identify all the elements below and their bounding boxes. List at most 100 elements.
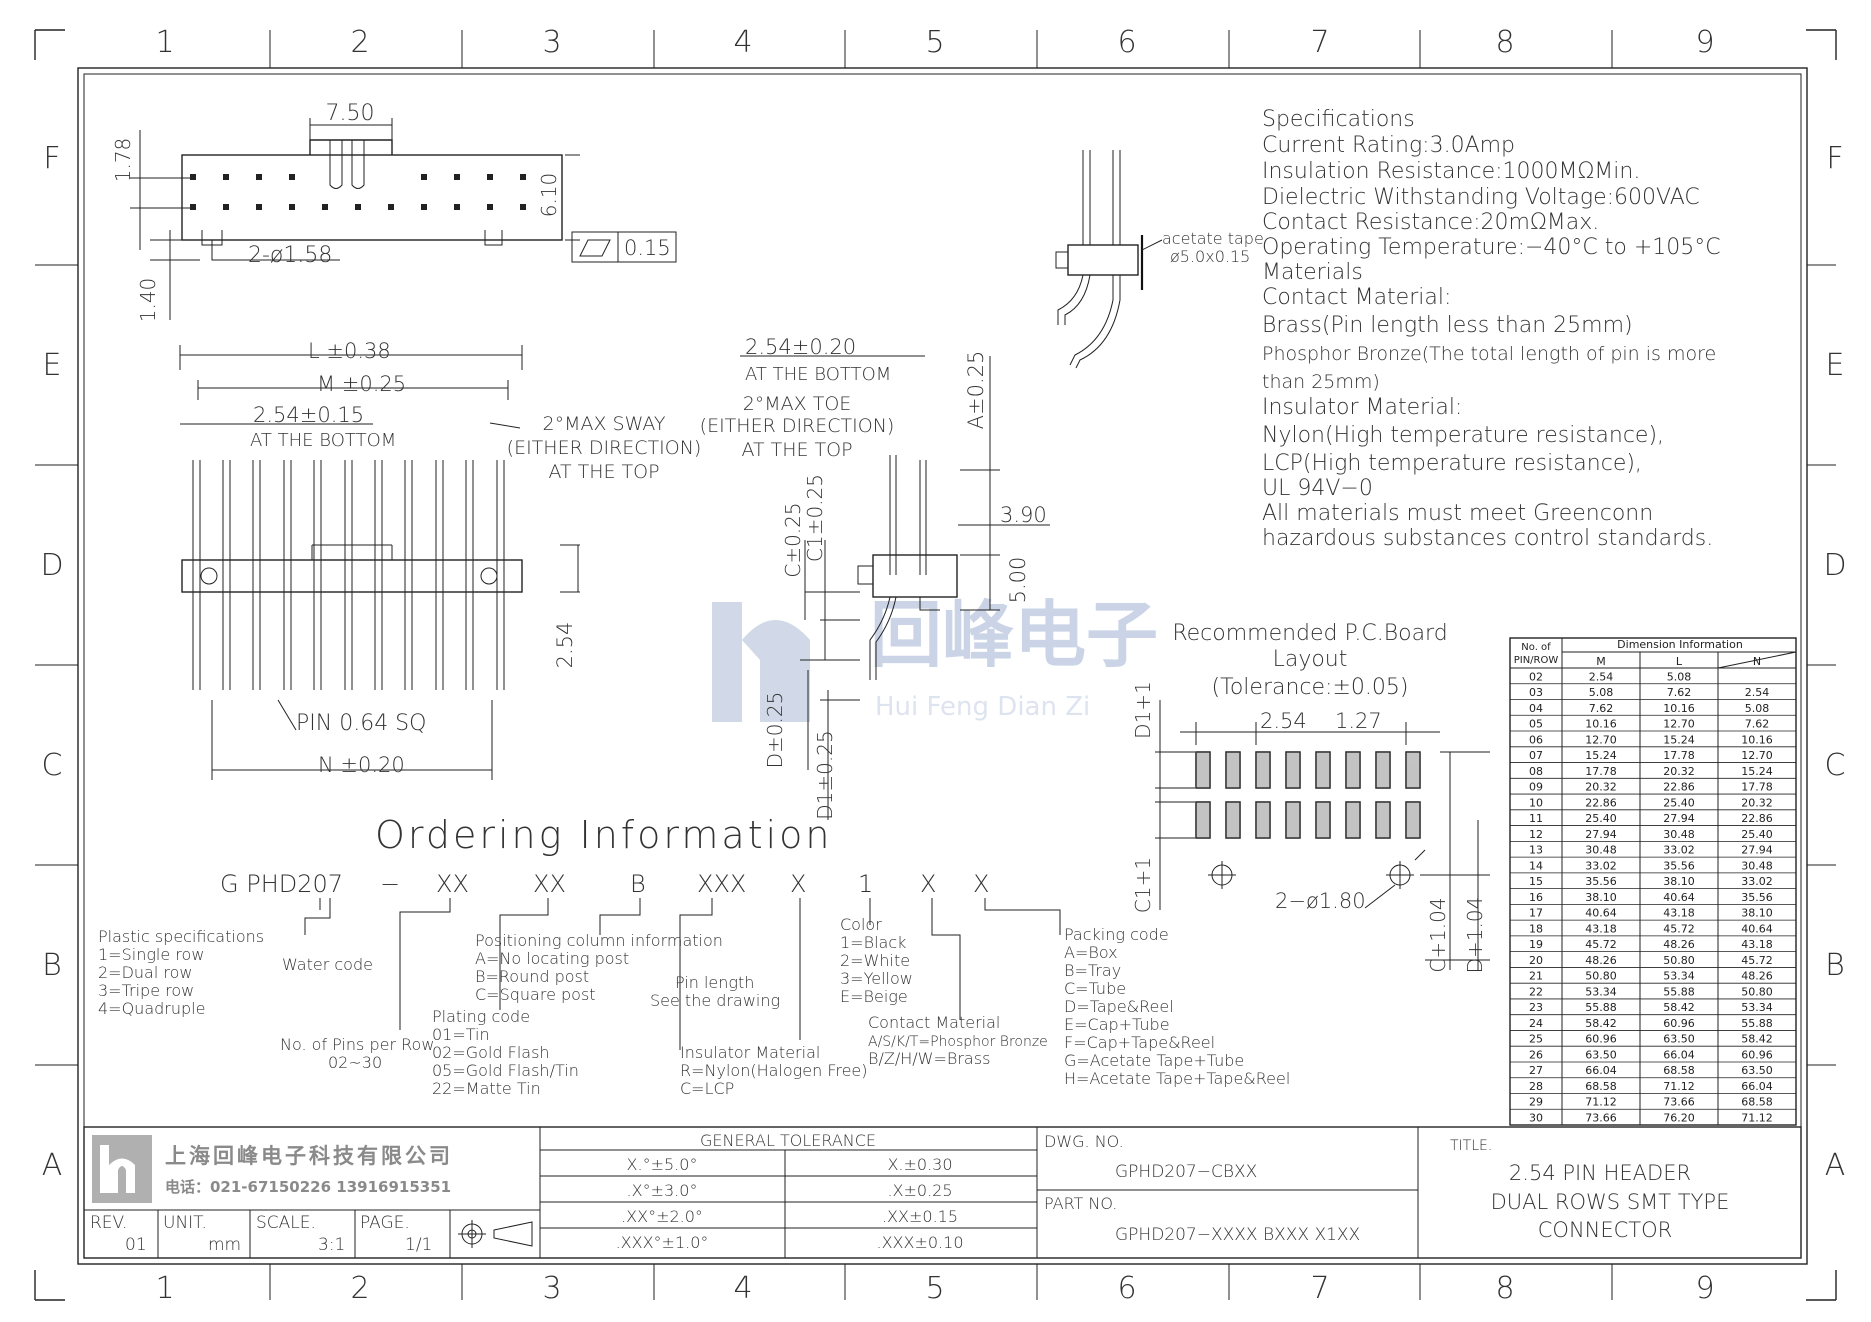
table-cell-dim: 45.72	[1585, 938, 1617, 951]
pins-range: 02~30	[328, 1053, 382, 1072]
table-cell-dim: 63.50	[1741, 1064, 1773, 1077]
tol-angle: .XXX°±1.0°	[616, 1233, 709, 1252]
pcb-layout: Recommended P.C.Board Layout (Tolerance:…	[1131, 621, 1490, 973]
table-cell-dim: 40.64	[1585, 907, 1617, 920]
rev-label: REV.	[90, 1213, 127, 1233]
positioning-line: B=Round post	[475, 967, 589, 986]
table-cell-dim: 60.96	[1585, 1033, 1617, 1046]
table-cell-dim: 55.88	[1585, 1001, 1617, 1014]
spec-line: than 25mm)	[1262, 371, 1380, 393]
pcb-holes: 2−ø1.80	[1275, 889, 1366, 913]
table-col-L: L	[1676, 655, 1683, 668]
pin-size-note: PIN 0.64 SQ	[296, 711, 426, 736]
table-cell-dim: 7.62	[1745, 718, 1770, 731]
col-label: 7	[1310, 1271, 1329, 1306]
pcb-title-2: Layout	[1273, 647, 1348, 672]
table-cell-dim: 30.48	[1741, 859, 1773, 872]
water-code: Water code	[282, 955, 373, 974]
plastic-line: 4=Quadruple	[98, 999, 205, 1018]
row-label: B	[1825, 948, 1845, 983]
title-line-3: CONNECTOR	[1538, 1218, 1673, 1242]
insulator-line: C=LCP	[680, 1079, 734, 1098]
table-cell-dim: 50.80	[1741, 985, 1773, 998]
table-cell-dim: 45.72	[1741, 954, 1773, 967]
contact-line: Contact Material	[868, 1013, 1000, 1032]
code-insulator: X	[790, 870, 806, 898]
packing-line: G=Acetate Tape+Tube	[1064, 1051, 1244, 1070]
tol-angle: .XX°±2.0°	[621, 1207, 703, 1226]
packing-line: Packing code	[1064, 925, 1169, 944]
table-cell-dim: 5.08	[1745, 702, 1770, 715]
table-cell-dim: 12.70	[1741, 749, 1773, 762]
spec-line: Specifications	[1262, 107, 1415, 132]
sway-note-1: 2°MAX SWAY	[543, 413, 666, 435]
col-label: 9	[1695, 1271, 1714, 1306]
side-view: 2.54±0.20 AT THE BOTTOM 2°MAX TOE (EITHE…	[700, 335, 1050, 820]
spec-line: Dielectric Withstanding Voltage:600VAC	[1262, 185, 1700, 210]
positioning-line: A=No locating post	[475, 949, 629, 968]
plastic-line: Plastic specifications	[98, 927, 264, 946]
packing-line: C=Tube	[1064, 979, 1126, 998]
table-cell-dim: 68.58	[1585, 1080, 1617, 1093]
packing-line: E=Cap+Tube	[1064, 1015, 1170, 1034]
top-view: 7.50 1.78 6.10 2-ø1.58 1.40 0.15	[111, 101, 677, 322]
unit-label: UNIT.	[163, 1213, 207, 1233]
packing-line: B=Tray	[1064, 961, 1121, 980]
spec-line: Contact Material:	[1262, 285, 1451, 310]
table-cell-dim: 43.18	[1741, 938, 1773, 951]
table-cell-dim: 58.42	[1585, 1017, 1617, 1030]
table-cell-dim: 58.42	[1741, 1033, 1773, 1046]
spec-line: Nylon(High temperature resistance),	[1262, 423, 1664, 448]
table-header-left-2: PIN/ROW	[1514, 655, 1559, 666]
dim-pitch-side: 2.54±0.20	[745, 335, 856, 359]
spec-line: Materials	[1262, 260, 1363, 285]
spec-line: All materials must meet Greenconn	[1262, 501, 1653, 526]
page-label: PAGE.	[360, 1213, 410, 1233]
color-line: 3=Yellow	[840, 969, 913, 988]
table-cell-dim: 40.64	[1741, 922, 1773, 935]
table-cell-pins: 16	[1529, 891, 1543, 904]
sheet-frame: 1 2 3 4 5 6 7 8 9 1 2 3 4 5 6 7 8 9 F E …	[34, 25, 1847, 1306]
tol-angle: X.°±5.0°	[627, 1155, 698, 1174]
table-cell-dim: 73.66	[1585, 1112, 1617, 1125]
table-cell-dim: 76.20	[1663, 1112, 1695, 1125]
table-header-left-1: No. of	[1521, 642, 1551, 653]
pcb-title-3: (Tolerance:±0.05)	[1212, 675, 1409, 700]
table-cell-dim: 33.02	[1585, 859, 1617, 872]
ordering-title: Ordering Information	[375, 813, 832, 857]
table-cell-dim: 5.08	[1589, 686, 1614, 699]
table-cell-dim: 17.78	[1663, 749, 1695, 762]
specifications: Specifications Current Rating:3.0Amp Ins…	[1262, 107, 1721, 551]
table-cell-dim: 25.40	[1741, 828, 1773, 841]
side-pitch-note: AT THE BOTTOM	[745, 364, 891, 385]
code-pins: XX	[436, 870, 469, 898]
code-post: B	[630, 870, 646, 898]
table-cell-dim: 30.48	[1663, 828, 1695, 841]
company-name: 上海回峰电子科技有限公司	[165, 1144, 453, 1168]
table-cell-dim: 55.88	[1663, 985, 1695, 998]
dim-5-00: 5.00	[1006, 557, 1030, 604]
pcb-C1: C1+1	[1131, 857, 1155, 913]
tol-linear: .XX±0.15	[882, 1207, 958, 1226]
table-cell-dim: 27.94	[1663, 812, 1695, 825]
plating-line: 22=Matte Tin	[432, 1079, 541, 1098]
dim-pitch-front: 2.54±0.15	[253, 403, 364, 427]
table-header-group: Dimension Information	[1617, 638, 1743, 651]
dim-N: N ±0.20	[318, 753, 405, 777]
table-cell-pins: 24	[1529, 1017, 1543, 1030]
table-cell-pins: 03	[1529, 686, 1543, 699]
dim-2-54-front: 2.54	[553, 622, 577, 669]
row-label: E	[43, 348, 62, 383]
row-label: A	[1825, 1148, 1846, 1183]
flatness-frame	[571, 231, 677, 263]
table-cell-pins: 14	[1529, 859, 1543, 872]
table-cell-pins: 25	[1529, 1033, 1543, 1046]
sway-note-2: (EITHER DIRECTION)	[507, 437, 702, 459]
packing-line: D=Tape&Reel	[1064, 997, 1174, 1016]
dim-1-78: 1.78	[111, 138, 135, 183]
pin-length: Pin length	[675, 973, 754, 992]
col-label: 5	[925, 25, 944, 60]
packing-line: F=Cap+Tape&Reel	[1064, 1033, 1215, 1052]
top-view-pins	[190, 174, 526, 210]
